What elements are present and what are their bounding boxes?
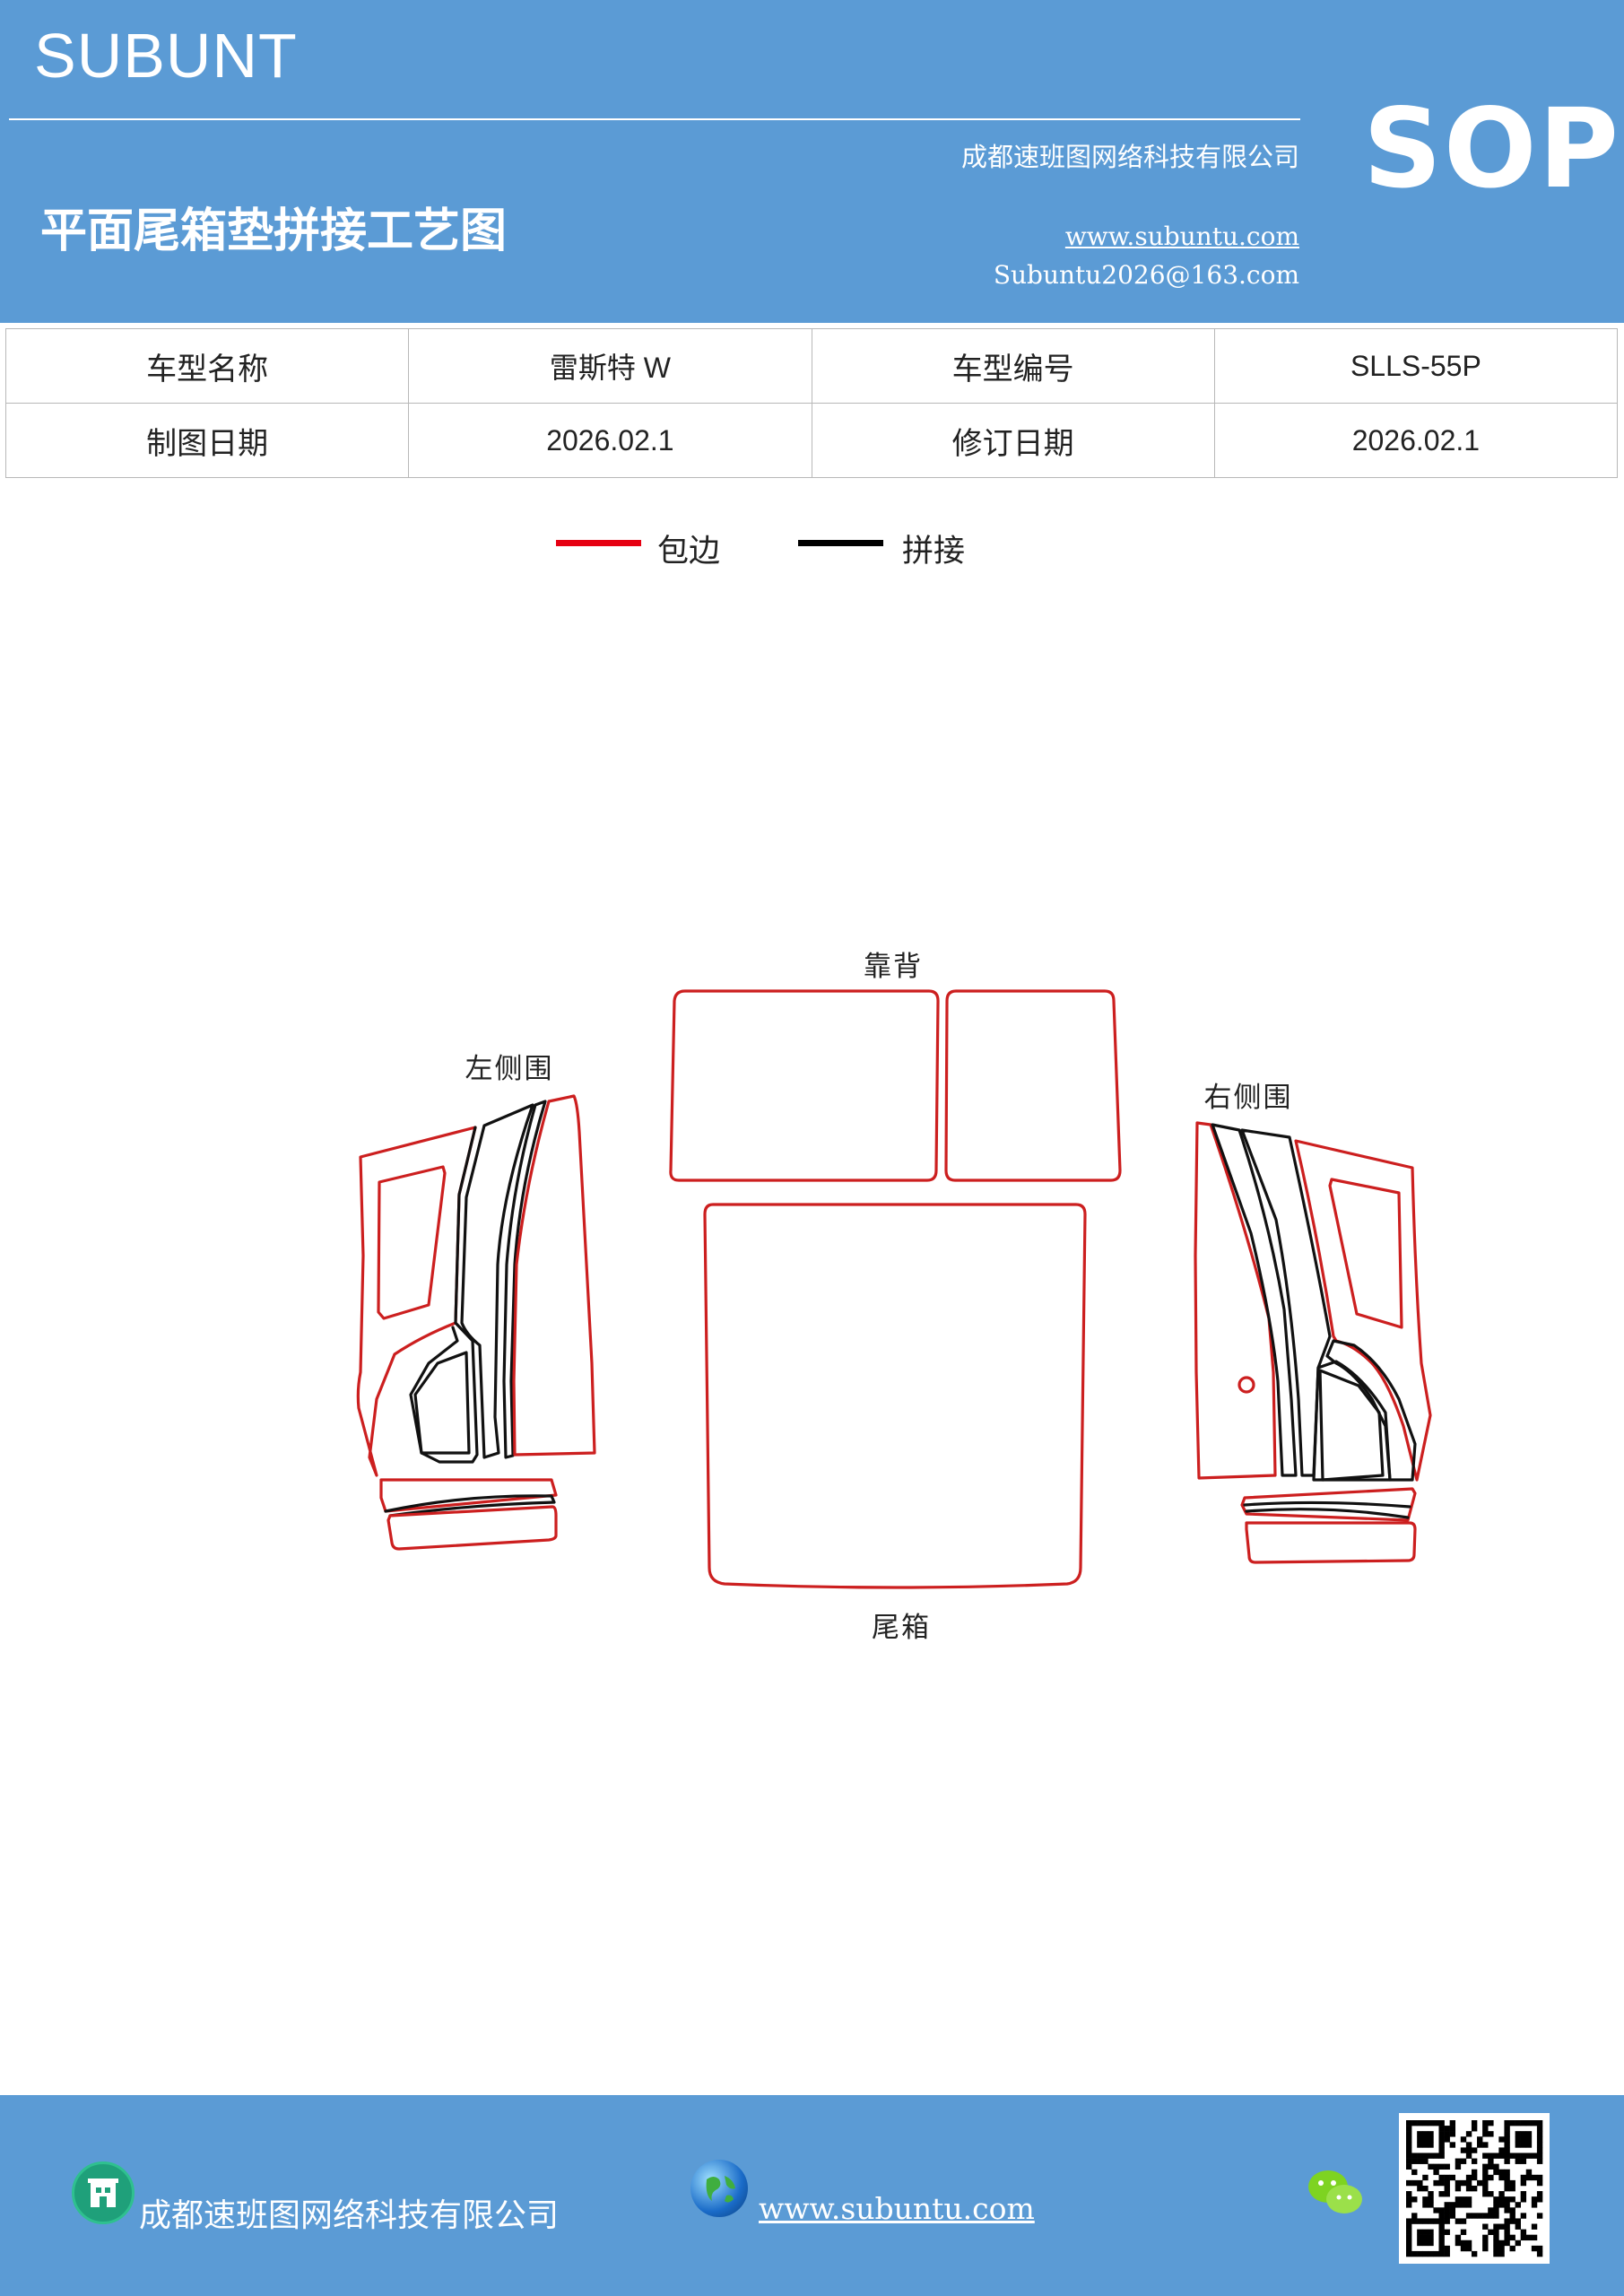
header-divider xyxy=(9,118,1300,120)
header-banner: SUBUNT 成都速班图网络科技有限公司 平面尾箱垫拼接工艺图 www.subu… xyxy=(0,0,1624,323)
right-side-window-cutout xyxy=(1328,1178,1403,1329)
trunk-panel xyxy=(703,1203,1087,1589)
right-side-bottom-panel xyxy=(1245,1521,1417,1564)
left-side-strip-3 xyxy=(502,1100,547,1459)
right-side-tall-panel xyxy=(1194,1121,1277,1480)
left-side-strip-1 xyxy=(409,1126,479,1464)
right-side-hole xyxy=(1238,1376,1255,1394)
drawing-date-value: 2026.02.1 xyxy=(408,403,812,478)
left-side-tall-panel xyxy=(512,1094,596,1457)
legend: 包边 拼接 xyxy=(0,520,1624,574)
footer-website-link[interactable]: www.subuntu.com xyxy=(759,2191,1035,2226)
right-side-inner-outline xyxy=(1312,1360,1392,1482)
building-icon xyxy=(72,2161,135,2224)
left-side-bottom-strip xyxy=(379,1478,558,1513)
legend-swatch-seam xyxy=(798,540,883,546)
table-row: 制图日期 2026.02.1 修订日期 2026.02.1 xyxy=(4,403,1619,478)
left-side-bottom-panel xyxy=(386,1505,558,1551)
model-name-value: 雷斯特 W xyxy=(408,328,812,404)
revision-date-label: 修订日期 xyxy=(811,403,1215,478)
left-side-strip-2 xyxy=(460,1103,534,1459)
right-side-inner-piece xyxy=(1318,1369,1385,1482)
backrest-left-panel xyxy=(669,989,940,1182)
left-side-inner-piece xyxy=(413,1351,471,1455)
table-row: 车型名称 雷斯特 W 车型编号 SLLS-55P xyxy=(4,328,1619,404)
footer-banner: 成都速班图网络科技有限公司 www.subuntu.com xyxy=(0,2095,1624,2296)
right-side-strip-1 xyxy=(1211,1123,1298,1477)
info-table: 车型名称 雷斯特 W 车型编号 SLLS-55P 制图日期 2026.02.1 … xyxy=(4,328,1619,478)
email-address: Subuntu2026@163.com xyxy=(993,260,1299,290)
sop-badge: SOP xyxy=(1363,85,1620,213)
backrest-right-panel xyxy=(944,989,1122,1182)
drawing-date-label: 制图日期 xyxy=(4,403,410,478)
model-code-label: 车型编号 xyxy=(811,328,1215,404)
label-backrest: 靠背 xyxy=(864,951,923,983)
revision-date-value: 2026.02.1 xyxy=(1213,403,1619,478)
label-left-side: 左侧围 xyxy=(465,1053,554,1085)
company-name: 成都速班图网络科技有限公司 xyxy=(960,142,1299,172)
right-side-bottom-seam xyxy=(1243,1500,1411,1519)
footer-company: 成都速班图网络科技有限公司 xyxy=(139,2197,560,2234)
label-trunk: 尾箱 xyxy=(872,1612,931,1644)
qr-code[interactable] xyxy=(1399,2113,1550,2264)
left-side-outer-panel xyxy=(356,1126,477,1477)
legend-swatch-edge xyxy=(556,540,641,546)
model-code-value: SLLS-55P xyxy=(1213,328,1619,404)
right-side-bottom-strip xyxy=(1240,1487,1417,1522)
globe-icon xyxy=(690,2160,748,2217)
label-right-side: 右侧围 xyxy=(1204,1082,1293,1114)
left-side-bottom-seam xyxy=(384,1494,556,1518)
model-name-label: 车型名称 xyxy=(4,328,410,404)
wechat-icon[interactable] xyxy=(1305,2167,1366,2221)
brand-name: SUBUNT xyxy=(34,21,298,91)
website-link[interactable]: www.subuntu.com xyxy=(1064,222,1299,251)
right-side-outer-panel xyxy=(1294,1139,1432,1482)
legend-label-edge: 包边 xyxy=(657,534,721,570)
legend-label-seam: 拼接 xyxy=(902,534,966,570)
page-title: 平面尾箱垫拼接工艺图 xyxy=(40,204,508,258)
left-side-window-cutout xyxy=(377,1165,447,1320)
